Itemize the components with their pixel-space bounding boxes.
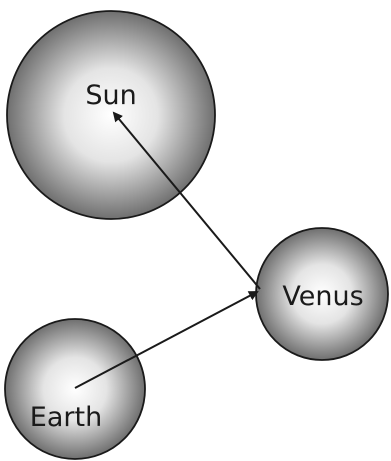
- arrow-venus-to-sun: [112, 111, 261, 290]
- earth-label: Earth: [30, 402, 102, 433]
- venus-label: Venus: [282, 281, 363, 312]
- earth-sphere: [4, 318, 146, 460]
- sun-body: Sun: [6, 10, 216, 220]
- sun-sphere: [6, 10, 216, 220]
- venus-body: Venus: [255, 227, 389, 361]
- sun-label: Sun: [85, 80, 136, 111]
- arrow-earth-to-venus: [74, 291, 259, 389]
- earth-body: Earth: [4, 318, 146, 460]
